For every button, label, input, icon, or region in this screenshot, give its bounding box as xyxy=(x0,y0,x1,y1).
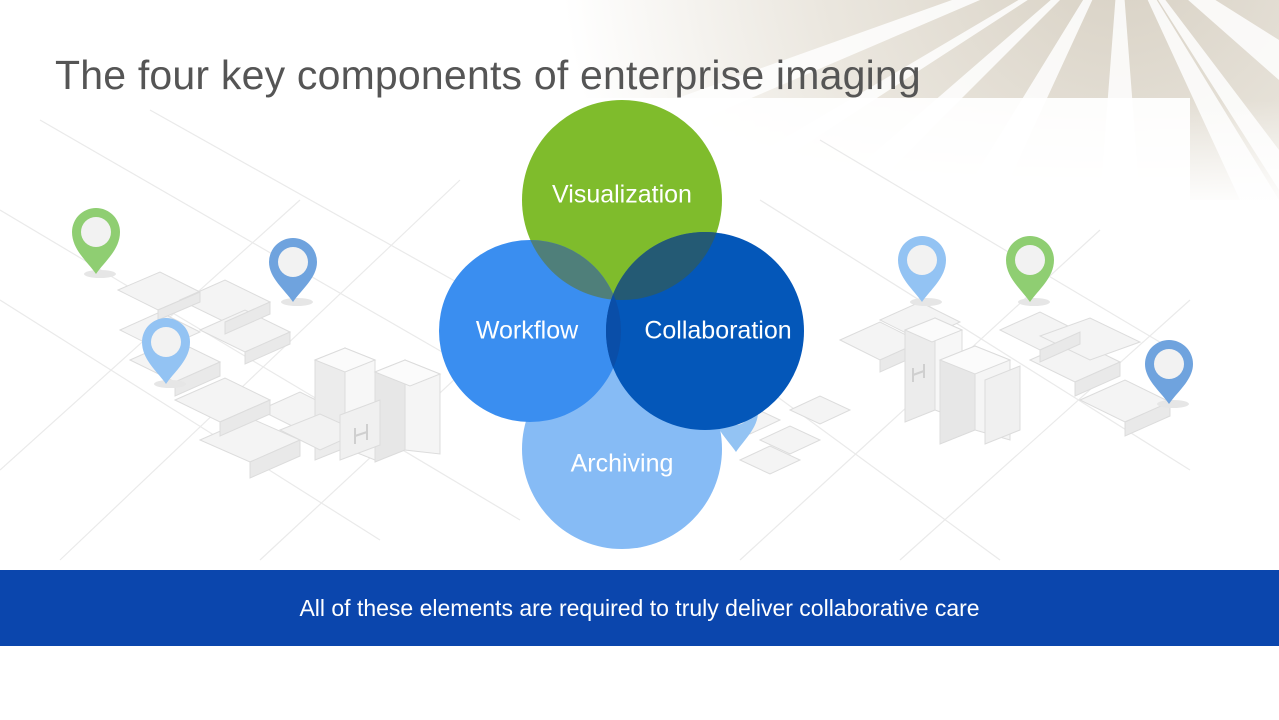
venn-label-visualization: Visualization xyxy=(552,181,692,209)
banner-text: All of these elements are required to tr… xyxy=(299,594,980,621)
hospital-building-icon xyxy=(354,424,368,444)
map-pin-icon xyxy=(269,238,317,306)
venn-label-collaboration: Collaboration xyxy=(644,317,791,345)
map-pin-icon xyxy=(142,318,190,388)
hospital-building-icon xyxy=(912,364,925,382)
city-buildings-right xyxy=(718,301,1172,475)
city-buildings-left xyxy=(116,271,442,479)
venn-label-archiving: Archiving xyxy=(571,450,674,478)
bottom-banner: All of these elements are required to tr… xyxy=(0,570,1279,646)
venn-overlap-visualization-workflow xyxy=(522,240,621,300)
map-pins xyxy=(72,208,1193,452)
slide-title: The four key components of enterprise im… xyxy=(55,52,921,98)
venn-label-workflow: Workflow xyxy=(476,317,579,345)
map-pin-icon xyxy=(1006,236,1054,306)
map-pin-icon xyxy=(1145,340,1193,408)
map-pin-icon xyxy=(72,208,120,278)
map-pin-icon xyxy=(898,236,946,306)
venn-overlap-visualization-collaboration xyxy=(606,232,722,300)
